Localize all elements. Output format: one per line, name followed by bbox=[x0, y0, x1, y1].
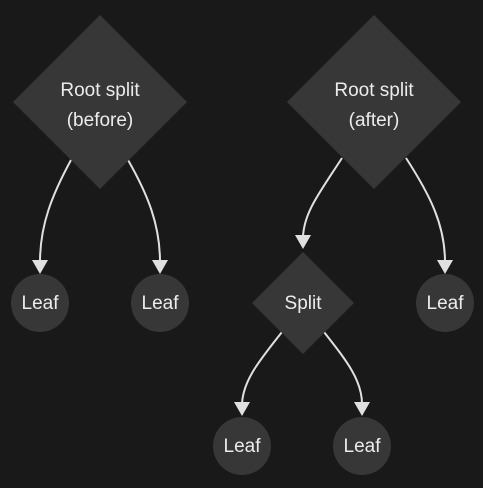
leaf-label: Leaf bbox=[142, 293, 180, 314]
arrowhead-icon bbox=[32, 260, 48, 274]
leaf-node: Leaf bbox=[213, 417, 271, 475]
edges-before bbox=[32, 159, 168, 274]
leaf-node: Leaf bbox=[131, 274, 189, 332]
arrowhead-icon bbox=[437, 260, 453, 274]
arrowhead-icon bbox=[295, 235, 311, 249]
arrowhead-icon bbox=[234, 402, 250, 416]
leaf-label: Leaf bbox=[344, 436, 382, 457]
root-split-after-label: Root split bbox=[334, 80, 414, 101]
edge-split-to-leaf-right bbox=[323, 331, 363, 405]
leaf-circle-shape bbox=[131, 274, 189, 332]
arrowhead-icon bbox=[354, 402, 370, 416]
leaf-label: Leaf bbox=[22, 293, 60, 314]
root-split-after-node: Root split (after) bbox=[287, 15, 461, 189]
edge-root-after-to-leaf-right bbox=[405, 157, 446, 263]
edge-split-to-leaf-left bbox=[241, 331, 283, 405]
leaf-circle-shape bbox=[213, 417, 271, 475]
leaf-node: Leaf bbox=[11, 274, 69, 332]
leaf-circle-shape bbox=[11, 274, 69, 332]
decision-diamond-shape bbox=[13, 15, 187, 189]
leaf-label: Leaf bbox=[427, 293, 465, 314]
edge-root-before-to-leaf-right bbox=[127, 159, 161, 263]
split-label: Split bbox=[285, 293, 323, 314]
leaf-node: Leaf bbox=[416, 274, 474, 332]
decision-diamond-shape bbox=[252, 252, 354, 354]
edges-after bbox=[234, 157, 453, 416]
leaf-circle-shape bbox=[333, 417, 391, 475]
root-split-before-label: Root split bbox=[60, 80, 140, 101]
root-split-after-sublabel: (after) bbox=[349, 110, 400, 131]
edge-root-before-to-leaf-left bbox=[39, 159, 72, 263]
leaf-node: Leaf bbox=[333, 417, 391, 475]
leaf-label: Leaf bbox=[224, 436, 262, 457]
root-split-before-node: Root split (before) bbox=[13, 15, 187, 189]
split-node: Split bbox=[252, 252, 354, 354]
decision-diamond-shape bbox=[287, 15, 461, 189]
leaf-circle-shape bbox=[416, 274, 474, 332]
arrowhead-icon bbox=[152, 260, 168, 274]
root-split-before-sublabel: (before) bbox=[67, 110, 134, 131]
edge-root-after-to-split bbox=[302, 157, 343, 238]
